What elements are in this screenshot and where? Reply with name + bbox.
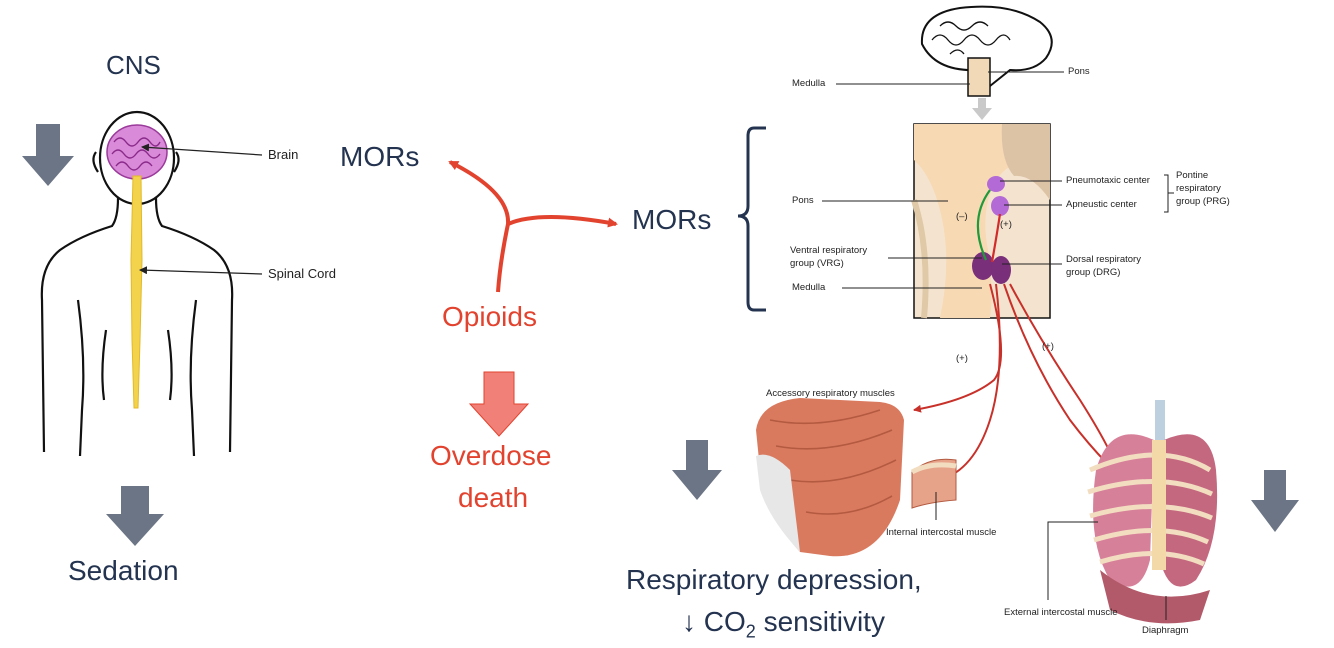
brain-sagittal-illustration xyxy=(920,5,1053,120)
opioids-label: Opioids xyxy=(442,301,537,332)
diaphragm-label: Diaphragm xyxy=(1142,625,1189,636)
cns-label: CNS xyxy=(106,50,161,80)
drg-label-line2: group (DRG) xyxy=(1066,267,1121,278)
vrg-label-line2: group (VRG) xyxy=(790,258,844,269)
brain-illustration xyxy=(106,124,168,180)
plus-right-sign: (+) xyxy=(1042,341,1054,352)
spinal-pointer-line xyxy=(139,266,263,275)
accessory-muscles-label: Accessory respiratory muscles xyxy=(766,388,895,399)
prg-label-line3: group (PRG) xyxy=(1176,196,1230,207)
down-arrow-icon xyxy=(22,124,74,186)
nerve-to-intercostal xyxy=(939,283,1001,482)
co2-prefix: ↓ CO xyxy=(682,606,746,637)
overdose-label-line2: death xyxy=(458,482,529,513)
mors-cns-label: MORs xyxy=(340,141,420,172)
pons-top-label: Pons xyxy=(1068,66,1090,77)
opioid-arrow-to-brainstem-mors xyxy=(507,215,618,228)
medulla-top-label: Medulla xyxy=(792,78,826,89)
respiratory-depression-label: Respiratory depression, xyxy=(626,564,922,595)
ribcage-lungs-illustration xyxy=(1087,400,1218,624)
mors-bracket xyxy=(737,126,766,312)
down-arrow-icon xyxy=(106,486,164,546)
pneumotaxic-label: Pneumotaxic center xyxy=(1066,175,1150,186)
medulla-mid-label: Medulla xyxy=(792,282,826,293)
inhibit-sign: (–) xyxy=(956,211,968,222)
vrg-label-line1: Ventral respiratory xyxy=(790,245,868,256)
external-intercostal-label: External intercostal muscle xyxy=(1004,607,1118,618)
brain-pointer-line xyxy=(141,143,263,156)
down-arrow-icon xyxy=(672,440,722,500)
nerve-to-diaphragm-2 xyxy=(1009,283,1124,481)
apneustic-label: Apneustic center xyxy=(1066,199,1137,210)
plus-left-sign: (+) xyxy=(956,353,968,364)
prg-label-line1: Pontine xyxy=(1176,170,1209,181)
overdose-arrow-icon xyxy=(468,371,530,437)
brainstem-panel xyxy=(911,123,1051,319)
prg-label-line2: respiratory xyxy=(1176,183,1221,194)
spinal-cord-label: Spinal Cord xyxy=(268,266,336,281)
opioid-arrow-to-cns-mors xyxy=(448,160,511,293)
sedation-label: Sedation xyxy=(68,555,179,586)
brain-label: Brain xyxy=(268,147,299,162)
internal-intercostal-label: Internal intercostal muscle xyxy=(886,527,997,538)
accessory-muscle-illustration xyxy=(756,398,904,557)
prg-bracket xyxy=(1164,174,1174,213)
intercostal-illustration xyxy=(910,458,957,509)
excite-sign: (+) xyxy=(1000,219,1012,230)
co2-subscript: 2 xyxy=(745,621,756,642)
mors-brainstem-label: MORs xyxy=(632,204,712,235)
overdose-label-line1: Overdose xyxy=(430,440,552,471)
co2-suffix: sensitivity xyxy=(755,606,885,637)
drg-label-line1: Dorsal respiratory xyxy=(1066,254,1141,265)
spinal-cord xyxy=(130,175,143,409)
down-arrow-icon xyxy=(1251,470,1299,532)
co2-sensitivity-label: ↓ CO2 sensitivity xyxy=(682,608,885,641)
pons-mid-label: Pons xyxy=(792,195,814,206)
external-intercostal-pointer xyxy=(1047,521,1098,600)
